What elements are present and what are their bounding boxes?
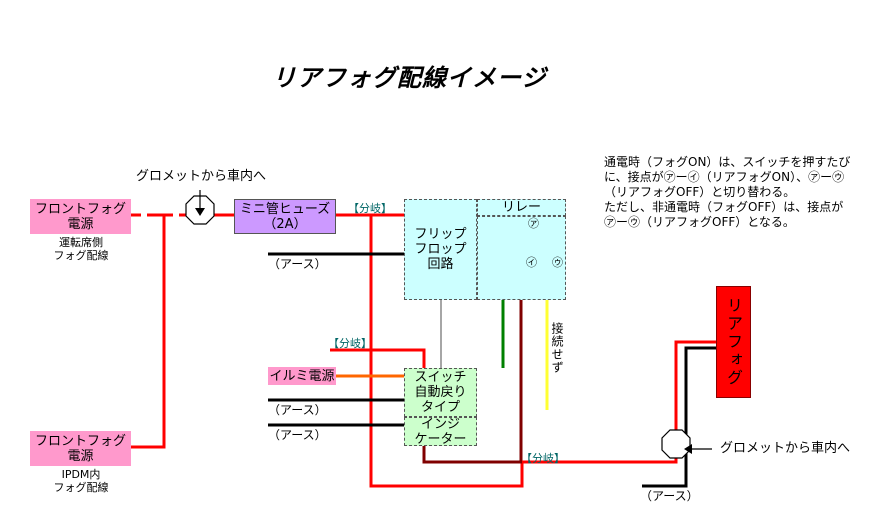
- switch-auto-return: スイッチ 自動戻り タイプ: [404, 368, 477, 417]
- front-fog-power-bottom: フロントフォグ 電源: [30, 431, 131, 466]
- contact-i-label: ㋑: [526, 256, 537, 269]
- mini-fuse: ミニ管ヒューズ （2A）: [234, 199, 336, 234]
- page-title: リアフォグ配線イメージ: [272, 64, 547, 92]
- front-fog-bottom-note: IPDM内 フォグ配線: [53, 468, 109, 494]
- grommet-top-label: グロメットから車内へ: [136, 169, 267, 184]
- wire-rear-fog-earth: [642, 346, 716, 488]
- wire-branch-to-switch: [330, 348, 426, 368]
- rear-fog-lamp: リアフォグ: [716, 286, 751, 398]
- contact-u-label: ㋒: [552, 256, 563, 269]
- branch-label-1: 【分岐】: [348, 202, 392, 215]
- relay-label: リレー: [477, 199, 566, 216]
- grommet-right-arrowhead: [684, 444, 692, 454]
- indicator: インジ ケーター: [404, 417, 477, 447]
- front-fog-power-top: フロントフォグ 電源: [30, 199, 131, 234]
- not-connected-label: 接続せず: [550, 322, 564, 374]
- grommet-top-arrowhead: [195, 208, 205, 216]
- flipflop-circuit: フリップ フロップ 回路: [404, 199, 477, 300]
- wire-to-rear-fog: [522, 340, 716, 464]
- note-line-1: 通電時（フォグON）は、スイッチを押すたびに、接点が㋐ー㋑（リアフォグON）、㋐…: [604, 155, 851, 199]
- grommet-right: [661, 429, 691, 459]
- front-fog-top-note: 運転席側 フォグ配線: [53, 236, 109, 262]
- wire-relay-to-rear-fog: [422, 265, 523, 464]
- earth-label-2: （アース）: [268, 403, 327, 417]
- branch-label-2: 【分岐】: [328, 337, 372, 350]
- branch-label-3: 【分岐】: [521, 452, 565, 465]
- earth-label-1: （アース）: [268, 257, 327, 271]
- explanation-note: 通電時（フォグON）は、スイッチを押すたびに、接点が㋐ー㋑（リアフォグON）、㋐…: [604, 155, 852, 230]
- note-line-2: ただし、非通電時（フォグOFF）は、接点が㋐ー㋒（リアフォグOFF）となる。: [604, 200, 844, 229]
- contact-a-label: ㋐: [528, 217, 539, 230]
- grommet-right-label: グロメットから車内へ: [720, 441, 851, 456]
- earth-label-3: （アース）: [268, 428, 327, 442]
- wire-power-main-left: [131, 213, 166, 449]
- earth-label-4: （アース）: [640, 489, 699, 503]
- relay-box: [477, 216, 566, 300]
- illumi-power: イルミ電源: [268, 367, 336, 385]
